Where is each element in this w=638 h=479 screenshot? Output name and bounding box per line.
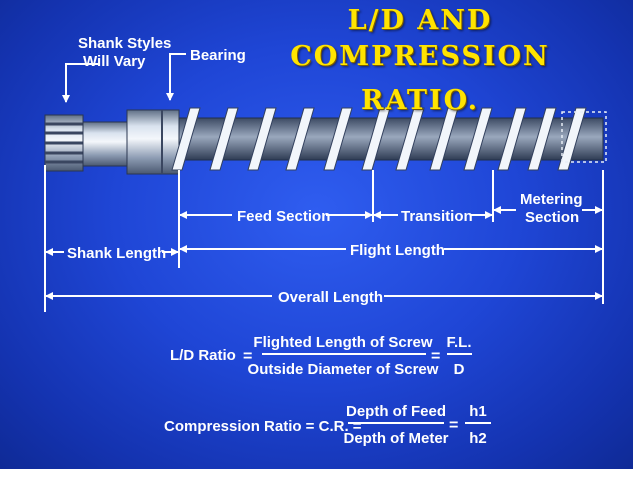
overall-length-label: Overall Length [278, 289, 383, 306]
ld-abbr-numerator: F.L. [447, 334, 472, 351]
ld-ratio-equals: = [243, 348, 252, 365]
cr-abbr-numerator: h1 [469, 403, 487, 420]
cr-label: Compression Ratio = C.R. = [164, 418, 362, 435]
feed-section-label: Feed Section [237, 208, 330, 225]
transition-label: Transition [401, 208, 473, 225]
slide-title-line-3: RATIO. [361, 85, 479, 116]
flight-length-label: Flight Length [350, 242, 445, 259]
flight-7 [429, 107, 459, 171]
bearing-callout [166, 53, 186, 101]
flight-4 [323, 107, 353, 171]
slide-title-line-2: COMPRESSION [290, 41, 550, 72]
screw-root [178, 117, 604, 161]
cr-numerator: Depth of Feed [346, 403, 446, 420]
ld-equals-2: = [431, 348, 440, 365]
flight-6 [395, 107, 425, 171]
cr-abbr-denominator: h2 [469, 430, 487, 447]
ld-abbr-denominator: D [454, 361, 465, 378]
compression-ratio-formula: Compression Ratio = C.R. = Depth of Feed… [164, 403, 491, 447]
flight-10 [527, 107, 557, 171]
bearing-label: Bearing [190, 47, 246, 64]
ld-numerator: Flighted Length of Screw [253, 334, 432, 351]
screw-tip [561, 111, 607, 163]
flight-9 [497, 107, 527, 171]
shank-styles-callout [62, 63, 100, 103]
flight-0 [171, 107, 201, 171]
ld-ratio-formula: L/D Ratio = Flighted Length of Screw Out… [170, 334, 472, 378]
flight-2 [247, 107, 277, 171]
shank-length-label: Shank Length [67, 245, 166, 262]
flight-1 [209, 107, 239, 171]
cr-denominator: Depth of Meter [344, 430, 449, 447]
ld-denominator: Outside Diameter of Screw [248, 361, 439, 378]
metering-label-2: Section [525, 209, 579, 226]
cr-equals-2: = [449, 417, 458, 434]
screw-shank [44, 109, 180, 175]
shank-styles-label: Shank Styles [78, 35, 171, 52]
slide-background [0, 0, 633, 469]
flight-8 [463, 107, 493, 171]
slide-title-line-1: L/D AND [347, 5, 493, 36]
flight-11 [557, 107, 587, 171]
ld-ratio-label: L/D Ratio [170, 347, 236, 364]
flight-3 [285, 107, 315, 171]
metering-label: Metering [520, 191, 583, 208]
shank-styles-label-2: Will Vary [83, 53, 146, 70]
